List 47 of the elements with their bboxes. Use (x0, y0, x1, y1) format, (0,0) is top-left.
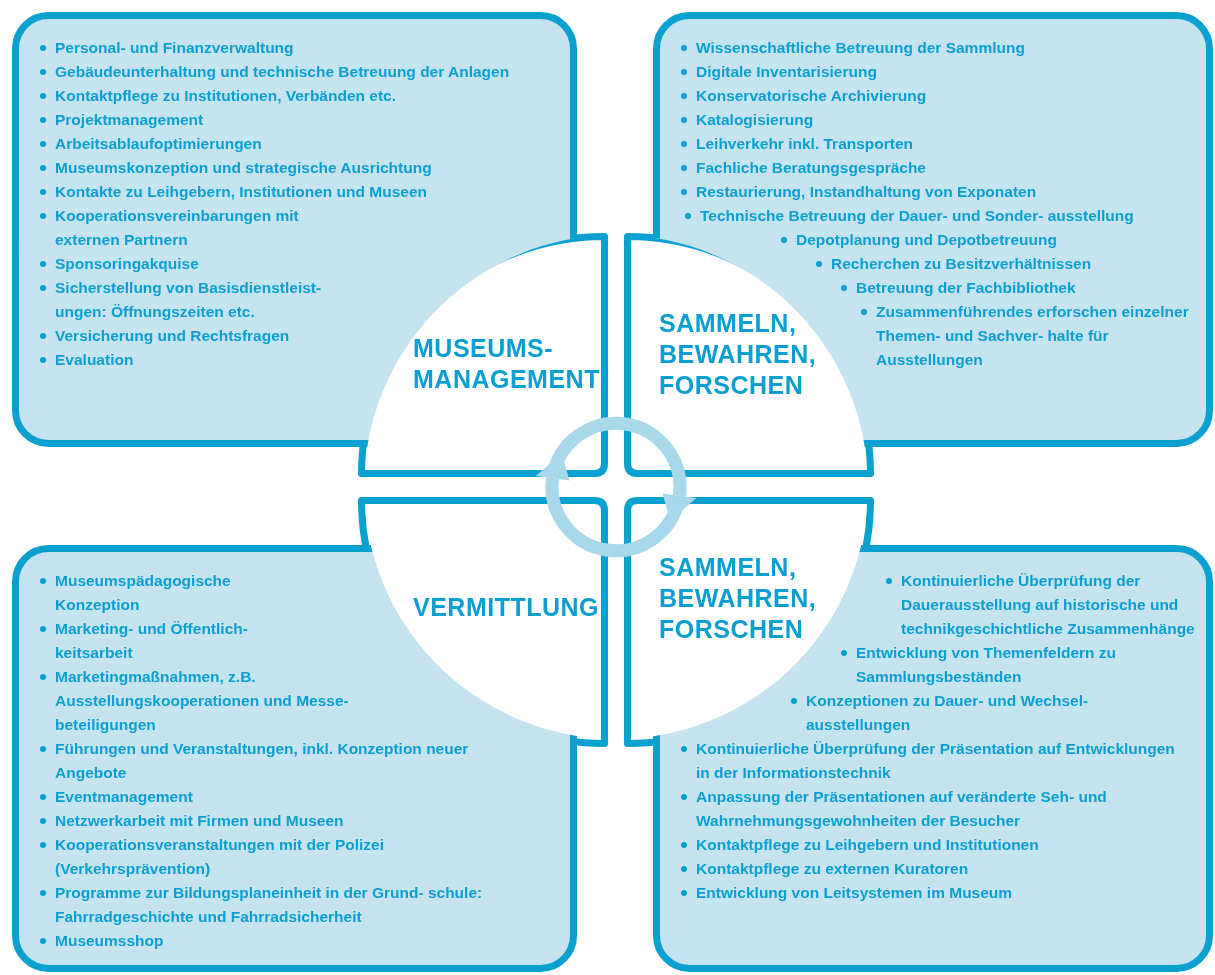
quadrant-heading: MUSEUMS- MANAGEMENT (413, 333, 601, 395)
list-item-text: Konservatorische Archivierung (696, 86, 928, 106)
list-item-text: Kooperationsvereinbarungen mit externen Partnern (55, 206, 300, 250)
list-item-text: Projektmanagement (55, 110, 205, 130)
list-item-text: Wissenschaftliche Betreuung der Sammlung (696, 38, 1026, 58)
list-item-text: Zusammenführendes erforschen einzelner Themen- und Sachver- halte für Ausstellungen (876, 302, 1190, 370)
list-item-text: Kontinuierliche Überprüfung der Dauerausstellung auf historische und technikgeschichtliche Zusammenhänge (901, 571, 1196, 639)
list-item-text: Katalogisierung (696, 110, 815, 130)
list-item-text: Programme zur Bildungsplaneinheit in der Grund- schule: Fahrradgeschichte und Fahrradsicherheit (55, 883, 484, 927)
list-item-text: Marketingmaßnahmen, z.B. Ausstellungskooperationen und Messe- beteiligungen (55, 667, 350, 735)
list-item-text: Sponsoringakquise (55, 254, 200, 274)
list-item-text: Personal- und Finanzverwaltung (55, 38, 295, 58)
list-item-text: Kontaktpflege zu Leihgebern und Institutionen (696, 835, 1040, 855)
list-item-text: Kontakte zu Leihgebern, Institutionen und Museen (55, 182, 428, 202)
info-panel (653, 545, 1213, 972)
list-item-text: Entwicklung von Leitsystemen im Museum (696, 883, 1014, 903)
list-item-text: Kontaktpflege zu externen Kuratoren (696, 859, 970, 879)
list-item-text: Recherchen zu Besitzverhältnissen (831, 254, 1093, 274)
list-item-text: Netzwerkarbeit mit Firmen und Museen (55, 811, 345, 831)
quadrant-heading: SAMMELN, BEWAHREN, FORSCHEN (659, 552, 818, 645)
list-item-text: Evaluation (55, 350, 135, 370)
list-item-text: Kooperationsveranstaltungen mit der Polizei (Verkehrsprävention) (55, 835, 385, 879)
list-item-text: Anpassung der Präsentationen auf veränderte Seh- und Wahrnehmungsgewohnheiten der Besucher (696, 787, 1108, 831)
list-item-text: Kontaktpflege zu Institutionen, Verbänden etc. (55, 86, 398, 106)
list-item-text: Digitale Inventarisierung (696, 62, 878, 82)
list-item-text: Technische Betreuung der Dauer- und Sonder- ausstellung (700, 206, 1135, 226)
list-item-text: Gebäudeunterhaltung und technische Betreuung der Anlagen (55, 62, 511, 82)
list-item-text: Führungen und Veranstaltungen, inkl. Konzeption neuer Angebote (55, 739, 470, 783)
list-item-text: Sicherstellung von Basisdienstleist- ungen: Öffnungszeiten etc. (55, 278, 323, 322)
list-item-text: Kontinuierliche Überprüfung der Präsentation auf Entwicklungen in der Informationstechnik (696, 739, 1176, 783)
quadrant-heading: SAMMELN, BEWAHREN, FORSCHEN (659, 308, 818, 401)
list-item-text: Museumspädagogische Konzeption (55, 571, 232, 615)
list-item-text: Arbeitsablaufoptimierungen (55, 134, 263, 154)
list-item-text: Betreuung der Fachbibliothek (856, 278, 1077, 298)
list-item-text: Leihverkehr inkl. Transporten (696, 134, 915, 154)
quarter-circle-segment (358, 233, 608, 477)
quadrant-heading: VERMITTLUNG (413, 592, 601, 623)
list-item-text: Versicherung und Rechtsfragen (55, 326, 291, 346)
list-item-text: Museumsshop (55, 931, 165, 951)
list-item-text: Entwicklung von Themenfeldern zu Sammlungsbeständen (856, 643, 1118, 687)
list-item-text: Eventmanagement (55, 787, 194, 807)
list-item-text: Museumskonzeption und strategische Ausrichtung (55, 158, 433, 178)
list-item-text: Restaurierung, Instandhaltung von Exponaten (696, 182, 1038, 202)
list-item-text: Fachliche Beratungsgespräche (696, 158, 927, 178)
list-item-text: Konzeptionen zu Dauer- und Wechsel- ausstellungen (806, 691, 1090, 735)
list-item-text: Marketing- und Öffentlich- keitsarbeit (55, 619, 249, 663)
list-item-text: Depotplanung und Depotbetreuung (796, 230, 1058, 250)
